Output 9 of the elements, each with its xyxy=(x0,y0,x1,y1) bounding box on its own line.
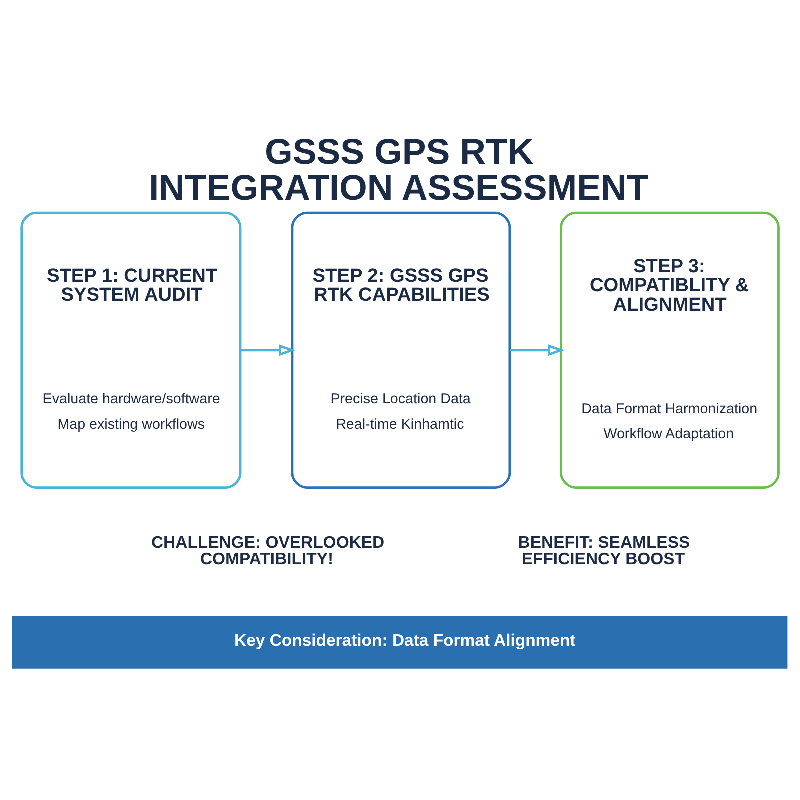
arrow xyxy=(510,344,565,356)
label: BENEFIT: SEAMLESS EFFICIENCY BOOST xyxy=(518,532,690,569)
label: CHALLENGE: OVERLOOKED COMPATIBILITY! xyxy=(151,532,385,569)
node-box: STEP 1: CURRENT SYSTEM AUDIT Evaluate hardware/software Map existing workflows xyxy=(20,212,242,489)
diagram-title: GSSS GPS RTK INTEGRATION ASSESSMENT xyxy=(149,132,649,208)
node-box: STEP 2: GSSS GPS RTK CAPABILITIES Precise Location Data Real-time Kinhamtic xyxy=(291,212,512,489)
arrow xyxy=(240,344,296,356)
node-box: STEP 3: COMPATIBLITY & ALIGNMENT Data Format Harmonization Workflow Adaptation xyxy=(560,212,780,489)
label: Key Consideration: Data Format Alignment xyxy=(234,630,576,650)
